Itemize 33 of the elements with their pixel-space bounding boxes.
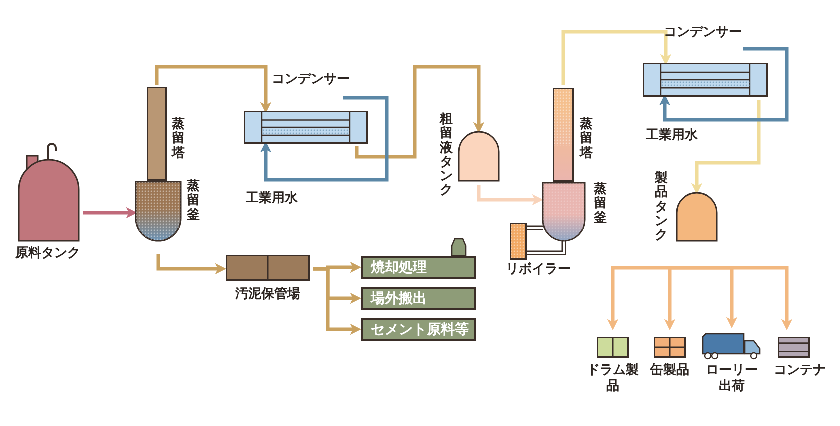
equipment-label: 蒸留塔 xyxy=(172,118,185,161)
equipment-label: 汚泥保管場 xyxy=(234,287,302,304)
flow-arrow xyxy=(477,185,544,206)
equipment-label: リボイラー xyxy=(506,262,572,278)
process-box: セメント原料等 xyxy=(361,318,476,341)
flow-arrow xyxy=(691,100,761,194)
flow-arrow xyxy=(659,47,789,122)
equipment-label: コンテナ xyxy=(773,363,827,380)
equipment-label: 原料タンク xyxy=(14,246,82,262)
pipe xyxy=(527,241,566,256)
equipment-label: ドラム製品 xyxy=(586,363,640,396)
flow-arrow xyxy=(155,65,272,114)
equipment-label: 粗留液タンク xyxy=(440,113,453,199)
equipment-label: 缶製品 xyxy=(650,363,690,380)
water-label: 工業用水 xyxy=(246,191,298,208)
flow-arrow xyxy=(260,96,389,182)
flow-arrow xyxy=(156,254,226,275)
flow-arrow xyxy=(355,65,485,159)
process-box: 場外搬出 xyxy=(361,287,476,310)
equipment-label: 製品タンク xyxy=(655,172,668,244)
equipment-label: 蒸留釜 xyxy=(187,180,200,223)
equipment-label: コンデンサー xyxy=(664,25,743,42)
flow-arrow xyxy=(562,30,672,85)
equipment-label: コンデンサー xyxy=(272,72,351,88)
equipment-label: ローリー出荷 xyxy=(705,363,759,396)
equipment-label: 蒸留釜 xyxy=(594,183,607,226)
flow-arrow xyxy=(664,266,700,330)
flow-arrow xyxy=(83,207,138,219)
flow-arrow xyxy=(313,267,362,336)
equipment-label: 蒸留塔 xyxy=(580,118,593,161)
flow-arrow xyxy=(700,266,793,330)
pipe xyxy=(527,226,543,230)
water-label: 工業用水 xyxy=(646,128,698,144)
